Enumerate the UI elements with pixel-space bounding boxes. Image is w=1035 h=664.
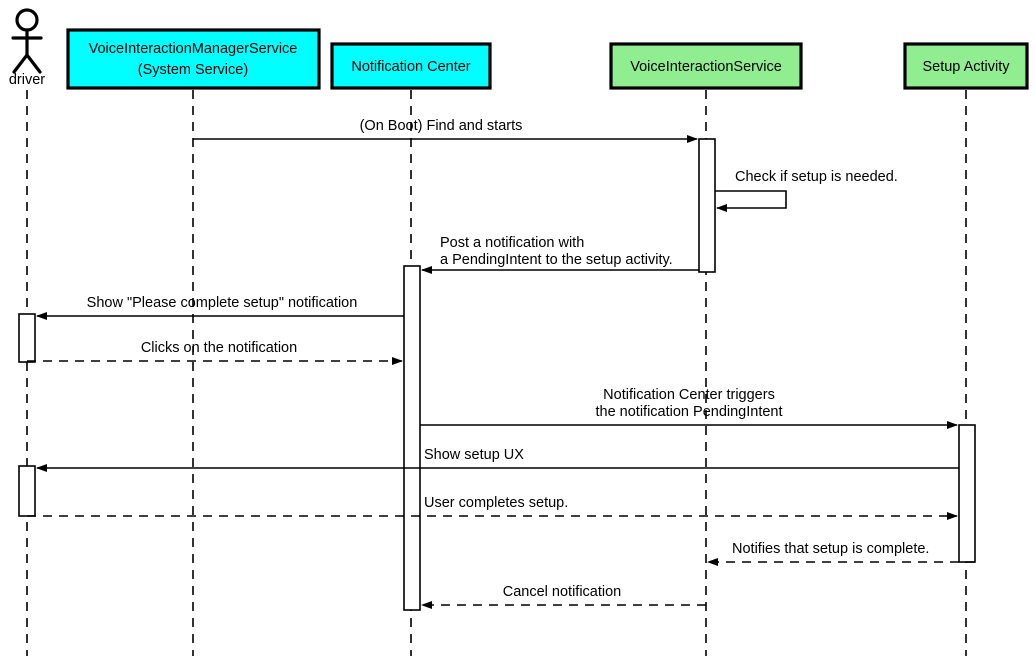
message-msg-10[interactable]: Cancel notification xyxy=(421,584,706,609)
participant-head-notification_center[interactable]: Notification Center xyxy=(330,42,492,90)
activation-bar-setup_activity xyxy=(958,424,976,563)
activation-bar-driver xyxy=(18,465,36,517)
message-label-msg-1: (On Boot) Find and starts xyxy=(360,118,523,134)
message-label-msg-7: Show setup UX xyxy=(424,447,524,463)
actor-leg-right-icon xyxy=(25,53,42,74)
participant-heads-layer: driver VoiceInteractionManagerService (Sys… xyxy=(9,8,1029,90)
message-label-msg-3-line2: a PendingIntent to the setup activity. xyxy=(440,252,673,268)
message-label-msg-4: Show "Please complete setup" notificatio… xyxy=(87,295,358,311)
participant-head-setup_activity[interactable]: Setup Activity xyxy=(903,42,1029,90)
participant-head-vims[interactable]: VoiceInteractionManagerService (System Se… xyxy=(66,28,321,90)
activation-bars-layer xyxy=(18,138,976,611)
actor-head-icon xyxy=(15,8,39,32)
message-label-msg-6-line1: Notification Center triggers xyxy=(603,387,775,403)
activation-bar-driver xyxy=(18,313,36,363)
participant-label-vims-line1: VoiceInteractionManagerService xyxy=(89,41,298,57)
activation-bar-vis xyxy=(698,138,716,273)
message-label-msg-5: Clicks on the notification xyxy=(141,340,297,356)
message-msg-9[interactable]: Notifies that setup is complete. xyxy=(707,541,975,566)
message-label-msg-6-line2: the notification PendingIntent xyxy=(595,404,782,420)
message-self-line-msg-2 xyxy=(715,190,787,212)
message-msg-2[interactable]: Check if setup is needed. xyxy=(715,169,898,212)
message-msg-5[interactable]: Clicks on the notification xyxy=(27,340,403,365)
message-msg-7[interactable]: Show setup UX xyxy=(36,447,959,472)
participant-label-vis: VoiceInteractionService xyxy=(630,59,782,75)
participant-box-vis xyxy=(609,42,803,90)
message-msg-1[interactable]: (On Boot) Find and starts xyxy=(193,118,698,143)
message-label-msg-8: User completes setup. xyxy=(424,495,568,511)
participant-box-setup_activity xyxy=(903,42,1029,90)
actor-leg-left-icon xyxy=(12,53,29,74)
activation-bar-notification_center xyxy=(403,265,421,611)
actor-driver[interactable]: driver xyxy=(9,8,45,88)
message-msg-4[interactable]: Show "Please complete setup" notificatio… xyxy=(36,295,404,320)
participant-head-vis[interactable]: VoiceInteractionService xyxy=(609,42,803,90)
participant-box-vims xyxy=(66,28,321,90)
actor-label-driver: driver xyxy=(9,72,45,88)
message-label-msg-9: Notifies that setup is complete. xyxy=(732,541,929,557)
message-label-msg-3-line1: Post a notification with xyxy=(440,235,584,251)
message-label-msg-2: Check if setup is needed. xyxy=(735,169,898,185)
participant-label-notification_center: Notification Center xyxy=(351,59,470,75)
message-label-msg-10: Cancel notification xyxy=(503,584,622,600)
participant-box-notification_center xyxy=(330,42,492,90)
message-msg-8[interactable]: User completes setup. xyxy=(27,495,958,520)
participant-label-setup_activity: Setup Activity xyxy=(922,59,1010,75)
participant-label-vims-line2: (System Service) xyxy=(138,62,248,78)
